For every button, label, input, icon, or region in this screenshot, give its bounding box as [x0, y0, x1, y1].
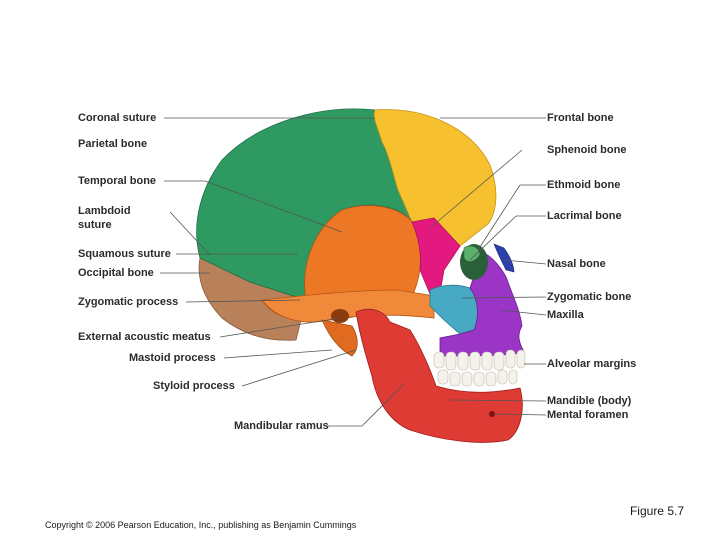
label-mental-foramen: Mental foramen: [547, 409, 629, 421]
label-lambdoid-suture-line1: Lambdoid: [78, 205, 131, 217]
mandible-shape: [355, 308, 523, 443]
nasal-bone-shape: [493, 243, 515, 273]
label-zygomatic-bone: Zygomatic bone: [547, 291, 632, 303]
label-lambdoid-suture-line2: suture: [78, 219, 112, 231]
label-squamous-suture: Squamous suture: [78, 248, 171, 260]
copyright-notice: Copyright © 2006 Pearson Education, Inc.…: [45, 520, 357, 530]
label-mastoid-process: Mastoid process: [129, 352, 216, 364]
sphenoid-bone-shape: [411, 217, 461, 295]
label-alveolar-margins: Alveolar margins: [547, 358, 637, 370]
mastoid-process-shape: [321, 319, 358, 357]
leader-lines: [160, 117, 547, 427]
label-occipital-bone: Occipital bone: [78, 267, 154, 279]
label-external-acoustic-meatus: External acoustic meatus: [78, 331, 211, 343]
label-sphenoid-bone: Sphenoid bone: [547, 144, 627, 156]
label-zygomatic-process: Zygomatic process: [78, 296, 179, 308]
label-maxilla: Maxilla: [547, 309, 584, 321]
label-frontal-bone: Frontal bone: [547, 112, 614, 124]
label-styloid-process: Styloid process: [153, 380, 235, 392]
zygomatic-bone-shape: [429, 284, 478, 335]
zygomatic-process-shape: [261, 289, 435, 323]
label-mandibular-ramus: Mandibular ramus: [234, 420, 329, 432]
frontal-bone-shape: [373, 109, 497, 247]
label-lacrimal-bone: Lacrimal bone: [547, 210, 622, 222]
maxilla-shape: [439, 251, 525, 357]
label-mandible-body: Mandible (body): [547, 395, 632, 407]
label-parietal-bone: Parietal bone: [78, 138, 148, 150]
label-temporal-bone: Temporal bone: [78, 175, 157, 187]
external-acoustic-meatus-shape: [331, 309, 349, 323]
label-ethmoid-bone: Ethmoid bone: [547, 179, 621, 191]
teeth-group: [433, 349, 526, 387]
ethmoid-bone-shape: [463, 245, 481, 262]
occipital-bone-shape: [198, 257, 307, 341]
figure-caption: Figure 5.7: [629, 504, 684, 518]
label-coronal-suture: Coronal suture: [78, 112, 157, 124]
mental-foramen-shape: [489, 411, 495, 417]
label-nasal-bone: Nasal bone: [547, 258, 606, 270]
